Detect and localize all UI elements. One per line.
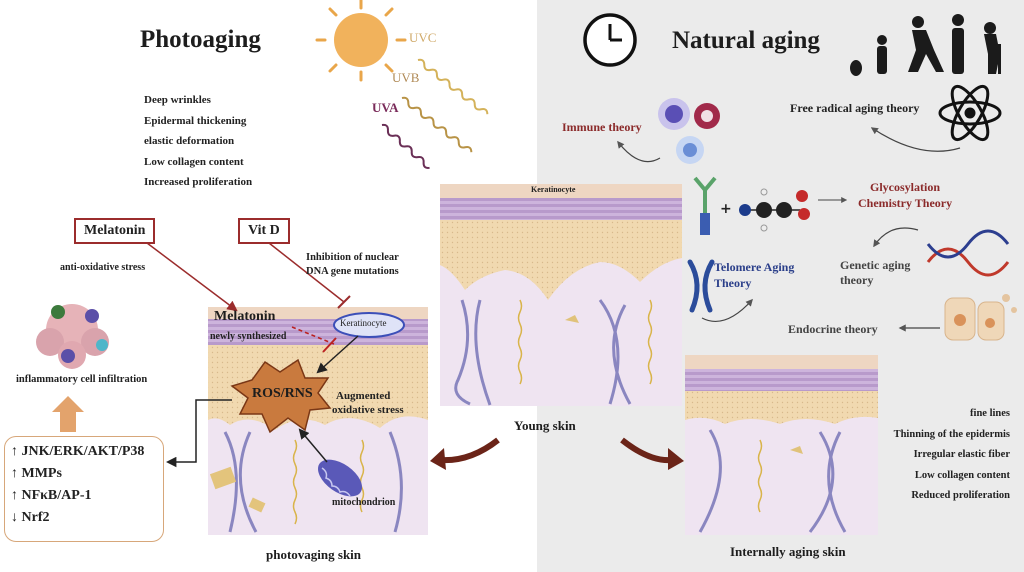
melatonin-inhibit-dashed [291,326,335,345]
keratinocyte-to-ros-arrow [316,335,359,374]
signaling-item: ↑ NFκB/AP-1 [11,488,92,503]
ros-to-signaling-arrow [165,399,232,468]
feature-item: Thinning of the epidermis [893,428,1010,440]
molecule-icon [739,188,810,232]
photoaging-skin-caption: photovaging skin [266,547,362,562]
feature-item: Deep wrinkles [144,94,211,106]
antibody-icon [693,176,717,235]
feature-item: Epidermal thickening [144,114,247,127]
uva-wave [381,123,430,169]
natural-feature-list: fine lines Thinning of the epidermis Irr… [894,404,1010,507]
endocrine-theory-label: Endocrine theory [788,322,878,336]
augmented-line2: oxidative stress [332,404,404,416]
inflammation-label: inflammatory cell infiltration [16,374,148,385]
young-keratinocyte-label: Keratinocyte [531,185,576,194]
telomere-line1: Telomere Aging [714,260,795,274]
immune-theory-label: Immune theory [562,120,642,134]
uvb-wave [401,96,473,153]
internally-aging-skin-illustration [685,355,878,535]
svg-text:+: + [720,201,732,217]
genetic-curve-arrow [873,227,919,248]
feature-item: Low collagen content [144,155,244,168]
glycosylation-line1: Glycosylation [870,180,941,194]
chromosome-icon [687,259,715,313]
melatonin-skin-sublabel: newly synthesized [210,331,287,342]
signaling-item: ↓ Nrf2 [11,510,50,525]
free-radical-curve-arrow [870,127,961,152]
mitochondrion-label: mitochondrion [332,497,396,508]
melatonin-effect-label: anti-oxidative stress [60,262,146,273]
feature-item: Irregular elastic fiber [913,449,1010,460]
melatonin-skin-label: Melatonin [214,309,276,324]
uva-label: UVA [372,100,399,115]
ros-label: ROS/RNS [252,386,313,401]
keratinocyte-label: Keratinocyte [340,318,387,328]
feature-item: Increased proliferation [144,176,253,188]
melatonin-arrow [146,242,238,312]
vitd-effect-line2: DNA gene mutations [306,266,399,277]
immune-curve-arrow [617,140,661,163]
uvc-wave [417,58,489,115]
feature-item: elastic deformation [144,135,235,147]
photoaging-title: Photoaging [140,26,261,53]
feature-item: Reduced proliferation [911,490,1010,501]
feature-item: Low collagen content [914,469,1010,481]
sun-icon [315,0,407,82]
genetic-line1: Genetic aging [840,258,911,272]
young-skin-illustration [440,184,682,406]
internal-skin-caption: Internally aging skin [730,544,846,559]
young-skin-caption: Young skin [514,418,576,433]
aging-people-icon [850,14,1001,76]
mitochondrion-icon [318,459,362,497]
genetic-line2: theory [840,273,874,287]
young-to-photoaging-arrow [439,437,500,464]
mito-to-ros-arrow [298,428,328,463]
natural-aging-title: Natural aging [672,27,820,54]
endocrine-cells-icon [944,294,1017,341]
signaling-box: ↑ JNK/ERK/AKT/P38 ↑ MMPs ↑ NFκB/AP-1 ↓ N… [4,436,164,542]
signaling-item: ↑ MMPs [11,466,62,481]
photoaging-feature-list: Deep wrinkles Epidermal thickening elast… [144,90,252,193]
vitd-inhibit-line [268,242,345,303]
vitd-box: Vit D [238,218,290,244]
signaling-item: ↑ JNK/ERK/AKT/P38 [11,444,145,459]
uvb-label: UVB [392,70,420,85]
feature-item: fine lines [970,408,1010,419]
vitd-effect-line1: Inhibition of nuclear [306,252,399,263]
inflammation-up-arrow [52,396,84,432]
clock-icon [583,13,637,67]
atom-icon [938,84,1002,142]
telomere-curve-arrow [701,298,753,322]
free-radical-theory-label: Free radical aging theory [790,101,920,115]
immune-cells-icon [658,98,720,164]
uvc-label: UVC [409,30,437,45]
young-to-internal-arrow [620,437,673,464]
augmented-line1: Augmented [336,390,391,402]
telomere-line2: Theory [714,276,752,290]
glycosylation-line2: Chemistry Theory [858,196,953,210]
inflammatory-cells-icon [36,304,109,369]
dna-helix-icon [926,229,1010,277]
melatonin-box: Melatonin [74,218,156,244]
